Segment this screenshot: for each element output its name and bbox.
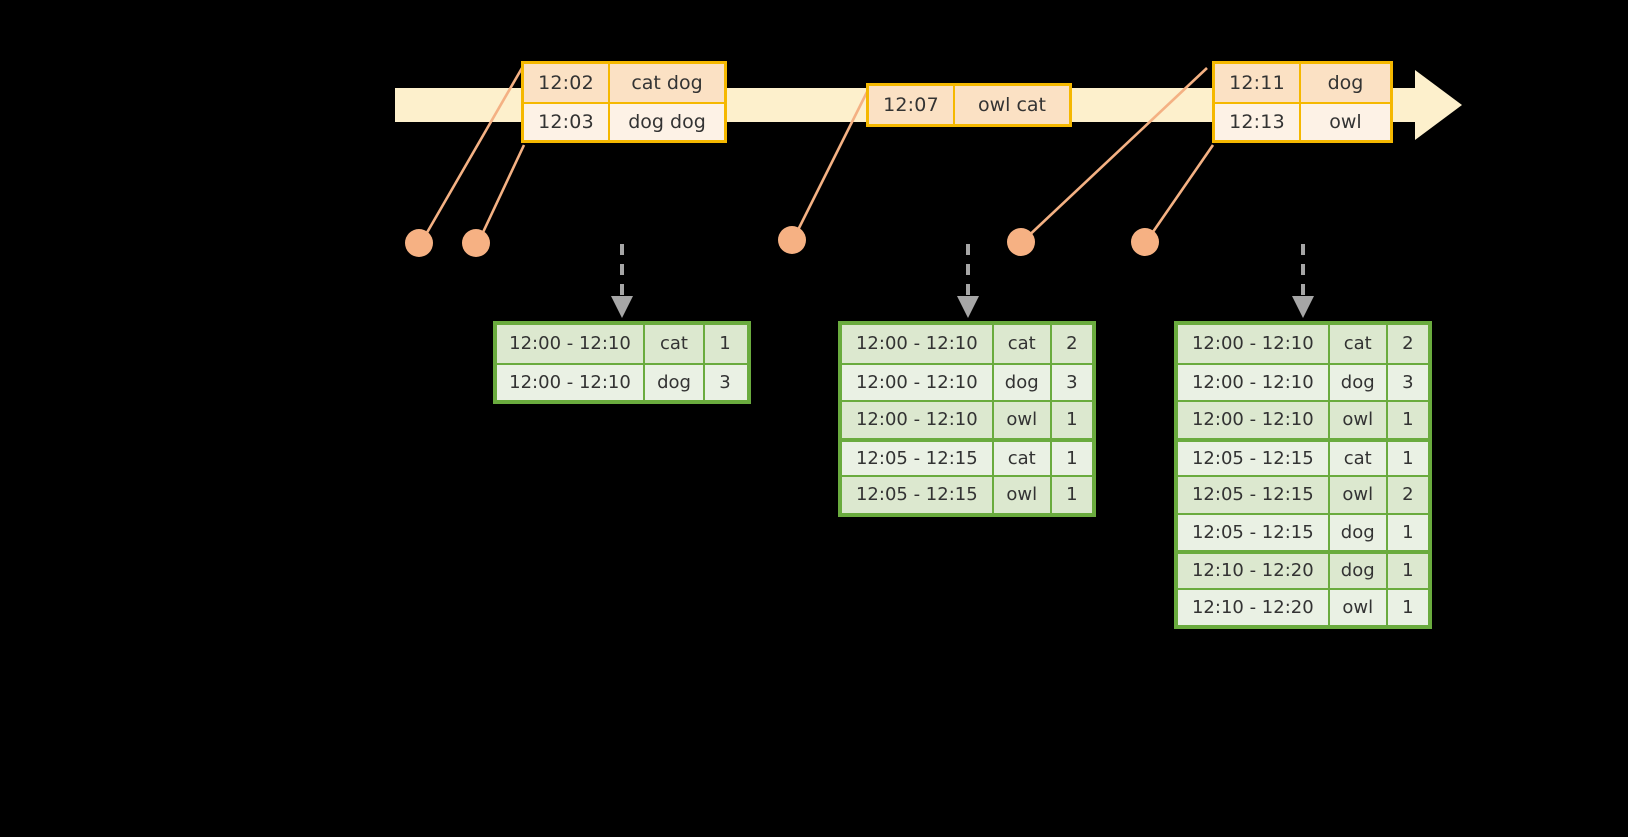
word-cell: owl — [1330, 477, 1388, 513]
word-cell: cat — [994, 325, 1052, 363]
event-words: owl cat — [977, 94, 1047, 116]
event-row: 12:11 dog — [1215, 64, 1390, 102]
window-cell: 12:05 - 12:15 — [1178, 514, 1330, 550]
event-time: 12:11 — [1215, 64, 1301, 102]
count-cell: 3 — [1066, 371, 1078, 393]
word-cell: dog — [994, 364, 1052, 400]
event-row: 12:02 cat dog — [524, 64, 724, 102]
event-words: dog — [1327, 72, 1364, 94]
count-cell: 1 — [1402, 409, 1414, 431]
count-cell: 2 — [1402, 333, 1414, 355]
word-cell: dog — [1330, 364, 1388, 400]
connector-line-1 — [419, 67, 524, 244]
connector-line-4 — [1021, 67, 1208, 243]
event-dot-1 — [405, 229, 433, 257]
count-cell: 1 — [1402, 596, 1414, 618]
count-cell: 1 — [719, 333, 731, 355]
event-row: 12:03 dog dog — [524, 102, 724, 140]
event-row: 12:07 owl cat — [869, 86, 1069, 124]
word-cell: dog — [1330, 514, 1388, 550]
word-cell: owl — [994, 402, 1052, 438]
event-time: 12:03 — [524, 104, 610, 140]
event-dot-4 — [1007, 228, 1035, 256]
event-dot-5 — [1131, 228, 1159, 256]
word-cell: cat — [1330, 441, 1388, 475]
window-cell: 12:00 - 12:10 — [497, 325, 645, 363]
events-group-1: 12:02 cat dog 12:03 dog dog — [521, 61, 727, 143]
event-time: 12:07 — [869, 86, 955, 124]
connector-line-5 — [1144, 144, 1215, 243]
count-cell: 1 — [1402, 560, 1414, 582]
count-cell: 1 — [1066, 484, 1078, 506]
event-words: cat dog — [631, 72, 703, 94]
connector-line-2 — [476, 144, 526, 244]
connector-line-3 — [791, 89, 870, 241]
word-cell: cat — [994, 441, 1052, 475]
event-row: 12:13 owl — [1215, 102, 1390, 140]
event-dot-3 — [778, 226, 806, 254]
emit-arrows — [611, 244, 1314, 318]
events-group-2: 12:07 owl cat — [866, 83, 1072, 127]
count-cell: 1 — [1402, 447, 1414, 469]
word-cell: cat — [645, 325, 705, 363]
word-cell: owl — [994, 477, 1052, 513]
count-cell: 2 — [1066, 333, 1078, 355]
event-time: 12:02 — [524, 64, 610, 102]
count-cell: 1 — [1066, 409, 1078, 431]
event-words: owl — [1329, 111, 1362, 133]
count-cell: 3 — [1402, 371, 1414, 393]
window-cell: 12:00 - 12:10 — [842, 402, 994, 438]
window-cell: 12:00 - 12:10 — [842, 325, 994, 363]
window-cell: 12:05 - 12:15 — [842, 477, 994, 513]
window-cell: 12:00 - 12:10 — [497, 364, 645, 400]
window-cell: 12:00 - 12:10 — [1178, 402, 1330, 438]
emit-arrow-1 — [611, 244, 633, 318]
events-group-3: 12:11 dog 12:13 owl — [1212, 61, 1393, 143]
word-cell: owl — [1330, 589, 1388, 625]
count-cell: 3 — [719, 371, 731, 393]
word-cell: owl — [1330, 402, 1388, 438]
window-cell: 12:10 - 12:20 — [1178, 554, 1330, 588]
window-cell: 12:05 - 12:15 — [1178, 441, 1330, 475]
word-cell: dog — [645, 364, 705, 400]
event-words: dog dog — [628, 111, 706, 133]
count-cell: 1 — [1066, 447, 1078, 469]
emit-arrow-3 — [1292, 244, 1314, 318]
word-cell: cat — [1330, 325, 1388, 363]
window-cell: 12:00 - 12:10 — [1178, 325, 1330, 363]
count-cell: 2 — [1402, 484, 1414, 506]
count-cell: 1 — [1402, 521, 1414, 543]
window-cell: 12:05 - 12:15 — [842, 441, 994, 475]
event-dots — [405, 226, 1159, 257]
window-cell: 12:05 - 12:15 — [1178, 477, 1330, 513]
window-cell: 12:00 - 12:10 — [842, 364, 994, 400]
connector-lines — [419, 67, 1215, 244]
event-time: 12:13 — [1215, 104, 1301, 140]
word-cell: dog — [1330, 554, 1388, 588]
event-dot-2 — [462, 229, 490, 257]
emit-arrow-2 — [957, 244, 979, 318]
window-cell: 12:10 - 12:20 — [1178, 589, 1330, 625]
window-cell: 12:00 - 12:10 — [1178, 364, 1330, 400]
